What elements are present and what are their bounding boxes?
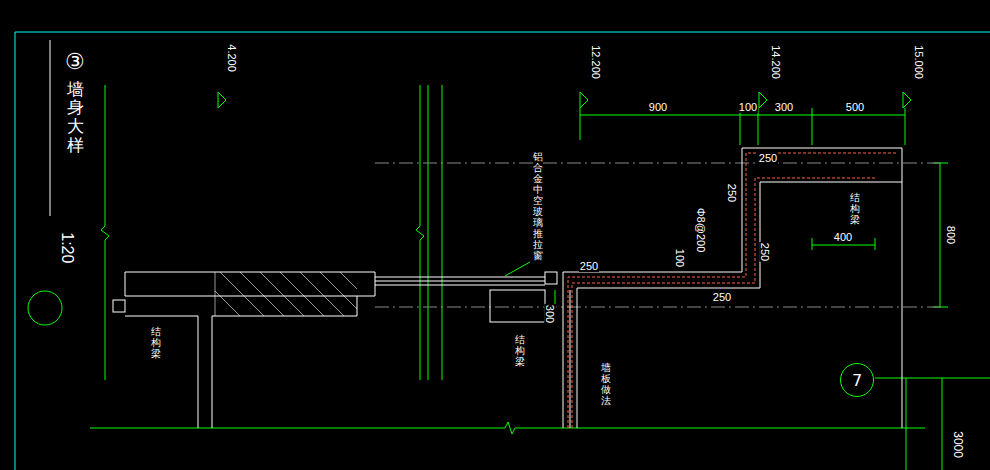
dimension: 300 — [774, 101, 794, 113]
beam-note: 结构梁 — [151, 325, 161, 360]
dimension: 100 — [674, 248, 686, 268]
elevation: 14.200 — [770, 44, 782, 80]
drawing-title: 墙身大样 — [67, 80, 84, 157]
dimension: 900 — [648, 101, 668, 113]
detail-number: 7 — [852, 371, 862, 390]
dimension: 500 — [845, 101, 865, 113]
dimension: 250 — [759, 242, 771, 262]
dimension: 250 — [758, 152, 778, 164]
dimension: 800 — [945, 225, 957, 245]
elevation: 4.200 — [226, 43, 238, 73]
dimension: 250 — [579, 260, 599, 272]
detail-circle: 7 — [840, 363, 874, 397]
rebar-note: Φ8@200 — [695, 207, 707, 253]
scale: 1:20 — [59, 231, 77, 264]
dimension: 3000 — [950, 431, 963, 460]
beam-note: 结构梁 — [515, 333, 525, 368]
dimension: 100 — [738, 101, 758, 113]
wall-note: 墙板做法 — [601, 361, 611, 407]
dimension: 400 — [833, 231, 853, 243]
detail-number: ③ — [64, 50, 86, 74]
beam-note: 结构梁 — [850, 191, 860, 226]
dimension: 250 — [726, 183, 738, 203]
dimension: 250 — [712, 291, 732, 303]
dimension: 300 — [544, 304, 556, 324]
window-note: 铝合金中空玻璃推拉窗 — [533, 150, 543, 262]
elevation: 15.000 — [913, 44, 925, 80]
elevation: 12.200 — [590, 44, 602, 80]
